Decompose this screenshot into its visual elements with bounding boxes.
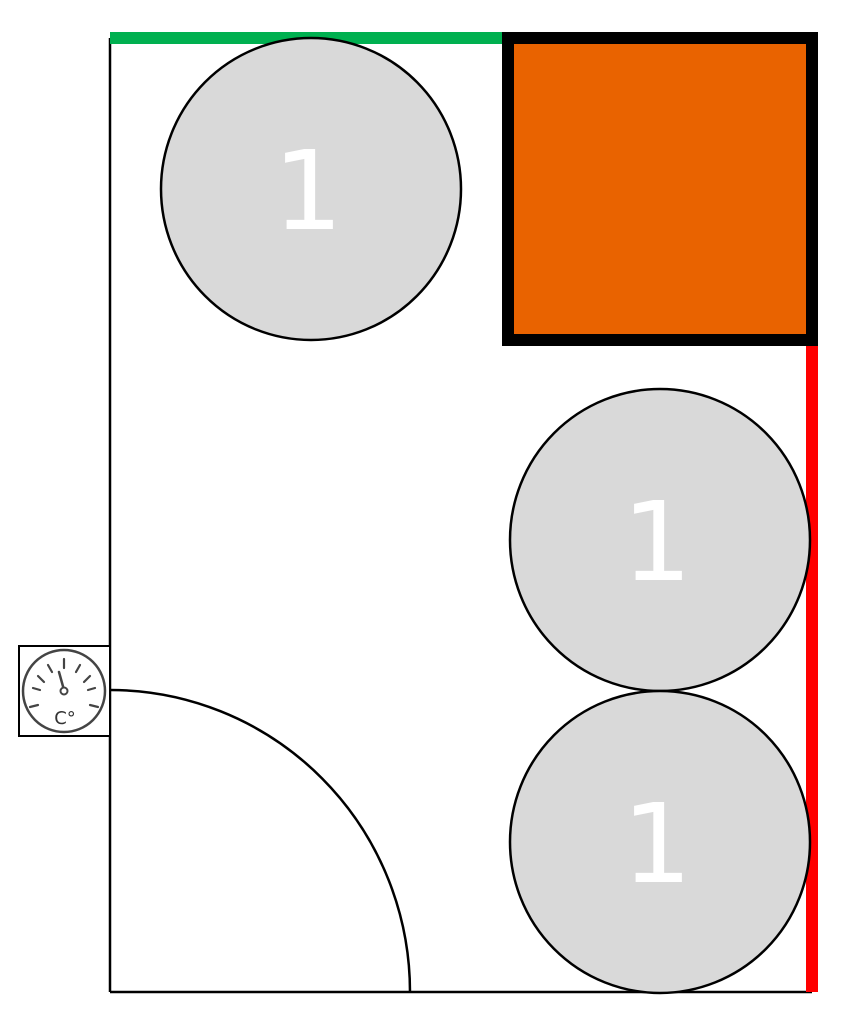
circle-shape: [159, 36, 463, 342]
gauge-pivot: [59, 686, 69, 696]
circle-label: 1: [622, 780, 692, 908]
gauge-unit-label: C°: [54, 708, 76, 729]
thermometer-gauge-icon: C°: [18, 645, 111, 737]
circle-2: 1: [508, 387, 812, 693]
circle-3: 1: [508, 689, 812, 995]
circle-label: 1: [273, 127, 343, 255]
circle-shape: [508, 689, 812, 995]
door-swing-arc: [109, 688, 412, 993]
gauge-ticks: [28, 657, 100, 709]
circle-label: 1: [622, 478, 692, 606]
circle-1: 1: [159, 36, 463, 342]
orange-block: [502, 32, 818, 346]
